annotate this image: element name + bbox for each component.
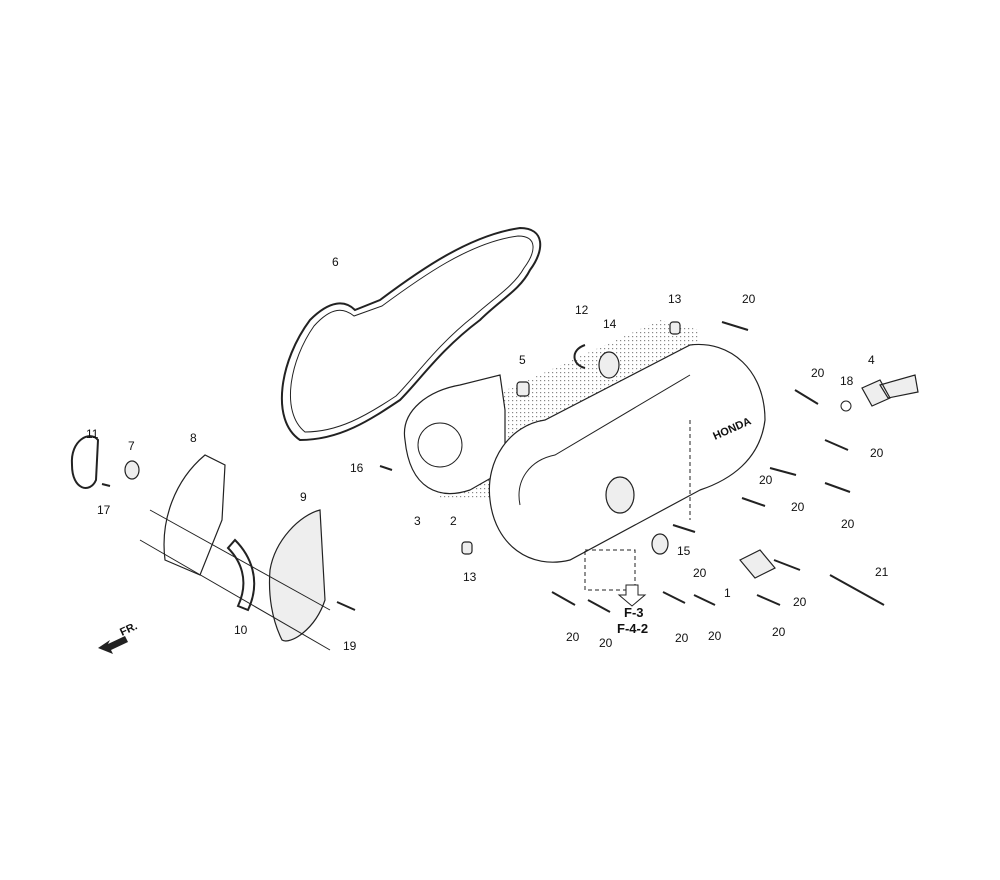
callout: 14 xyxy=(603,317,617,331)
collar-5 xyxy=(516,381,530,397)
cover-9 xyxy=(268,509,326,642)
seal-15 xyxy=(651,533,669,555)
front-label: FR. xyxy=(118,620,139,638)
callout: 20 xyxy=(811,366,825,380)
callout: 20 xyxy=(870,446,884,460)
callout: 6 xyxy=(332,255,339,269)
callout: 12 xyxy=(575,303,589,317)
callout: 10 xyxy=(234,623,248,637)
callout: 20 xyxy=(566,630,580,644)
air-guide-8 xyxy=(163,454,226,576)
ref-part xyxy=(584,549,636,591)
front-arrow-icon xyxy=(98,636,128,654)
callout: 16 xyxy=(350,461,364,475)
bearing-14 xyxy=(598,351,620,379)
callout: 20 xyxy=(599,636,613,650)
callout: 19 xyxy=(343,639,357,653)
ref-link-f42[interactable]: F-4-2 xyxy=(617,621,648,636)
left-crankcase-cover xyxy=(488,343,766,563)
callout: 11 xyxy=(86,427,99,441)
callout: 17 xyxy=(97,503,111,517)
callout: 1 xyxy=(724,586,731,600)
reference-arrow-icon xyxy=(617,584,647,607)
callout: 13 xyxy=(668,292,682,306)
bracket-1 xyxy=(739,549,776,579)
callout: 20 xyxy=(793,595,807,609)
callout: 20 xyxy=(708,629,722,643)
callout: 18 xyxy=(840,374,854,388)
breather-4 xyxy=(861,374,919,407)
callouts: 6 13 20 12 14 5 4 20 18 11 7 8 20 16 20 … xyxy=(86,255,889,653)
circlip-12 xyxy=(573,344,586,369)
grommet-7 xyxy=(124,460,140,480)
callout: 13 xyxy=(463,570,477,584)
bolts xyxy=(101,321,885,613)
dowel-13 xyxy=(669,321,681,335)
gasket xyxy=(280,226,542,442)
dowel-13b xyxy=(461,541,473,555)
callout: 4 xyxy=(868,353,875,367)
callout: 21 xyxy=(875,565,889,579)
callout: 15 xyxy=(677,544,691,558)
seal-10 xyxy=(226,538,256,612)
inner-plate xyxy=(403,374,506,494)
ref-link-f3[interactable]: F-3 xyxy=(624,605,644,620)
callout: 5 xyxy=(519,353,526,367)
callout: 20 xyxy=(841,517,855,531)
callout: 20 xyxy=(693,566,707,580)
callout: 20 xyxy=(742,292,756,306)
callout: 3 xyxy=(414,514,421,528)
callout: 9 xyxy=(300,490,307,504)
callout: 7 xyxy=(128,439,135,453)
seal-11 xyxy=(70,435,100,489)
clip-18 xyxy=(840,400,852,412)
callout: 20 xyxy=(759,473,773,487)
callout: 20 xyxy=(675,631,689,645)
callout: 8 xyxy=(190,431,197,445)
callout: 20 xyxy=(791,500,805,514)
callout: 2 xyxy=(450,514,457,528)
callout: 20 xyxy=(772,625,786,639)
